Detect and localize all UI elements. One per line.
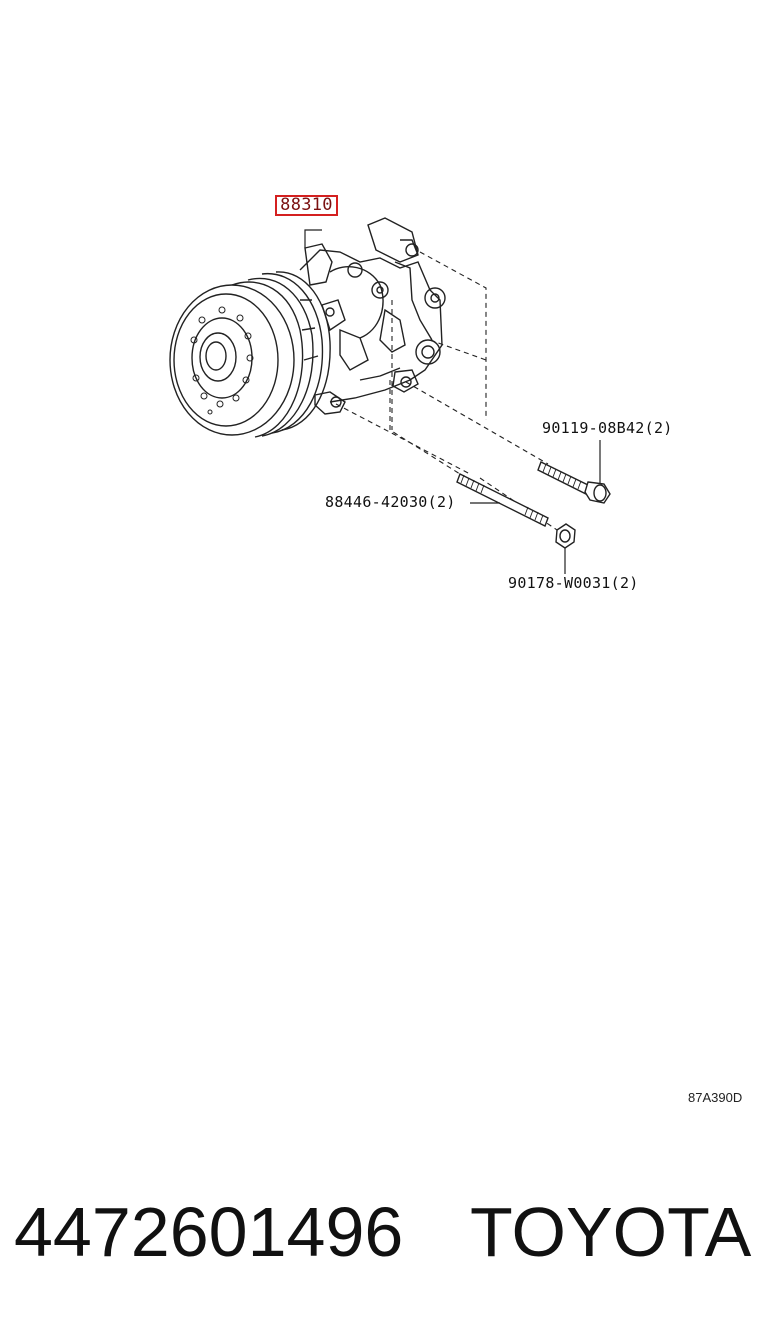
- callout-stud[interactable]: 88446-42030(2): [325, 493, 456, 511]
- brand-name: TOYOTA: [470, 1193, 752, 1271]
- stud-88446: [456, 473, 549, 527]
- bolt-90119: [537, 440, 611, 504]
- callout-nut[interactable]: 90178-W0031(2): [508, 574, 639, 592]
- nut-90178: [555, 523, 576, 574]
- compressor-pulley: [169, 271, 331, 438]
- diagram-code: 87A390D: [688, 1090, 743, 1105]
- footer: 4472601496 TOYOTA: [14, 1192, 754, 1272]
- part-number: 4472601496: [14, 1193, 404, 1271]
- callout-compressor[interactable]: 88310: [275, 195, 338, 216]
- callout-bolt[interactable]: 90119-08B42(2): [542, 419, 673, 437]
- mounting-guide-lines: [335, 251, 561, 533]
- compressor-body: [299, 217, 446, 415]
